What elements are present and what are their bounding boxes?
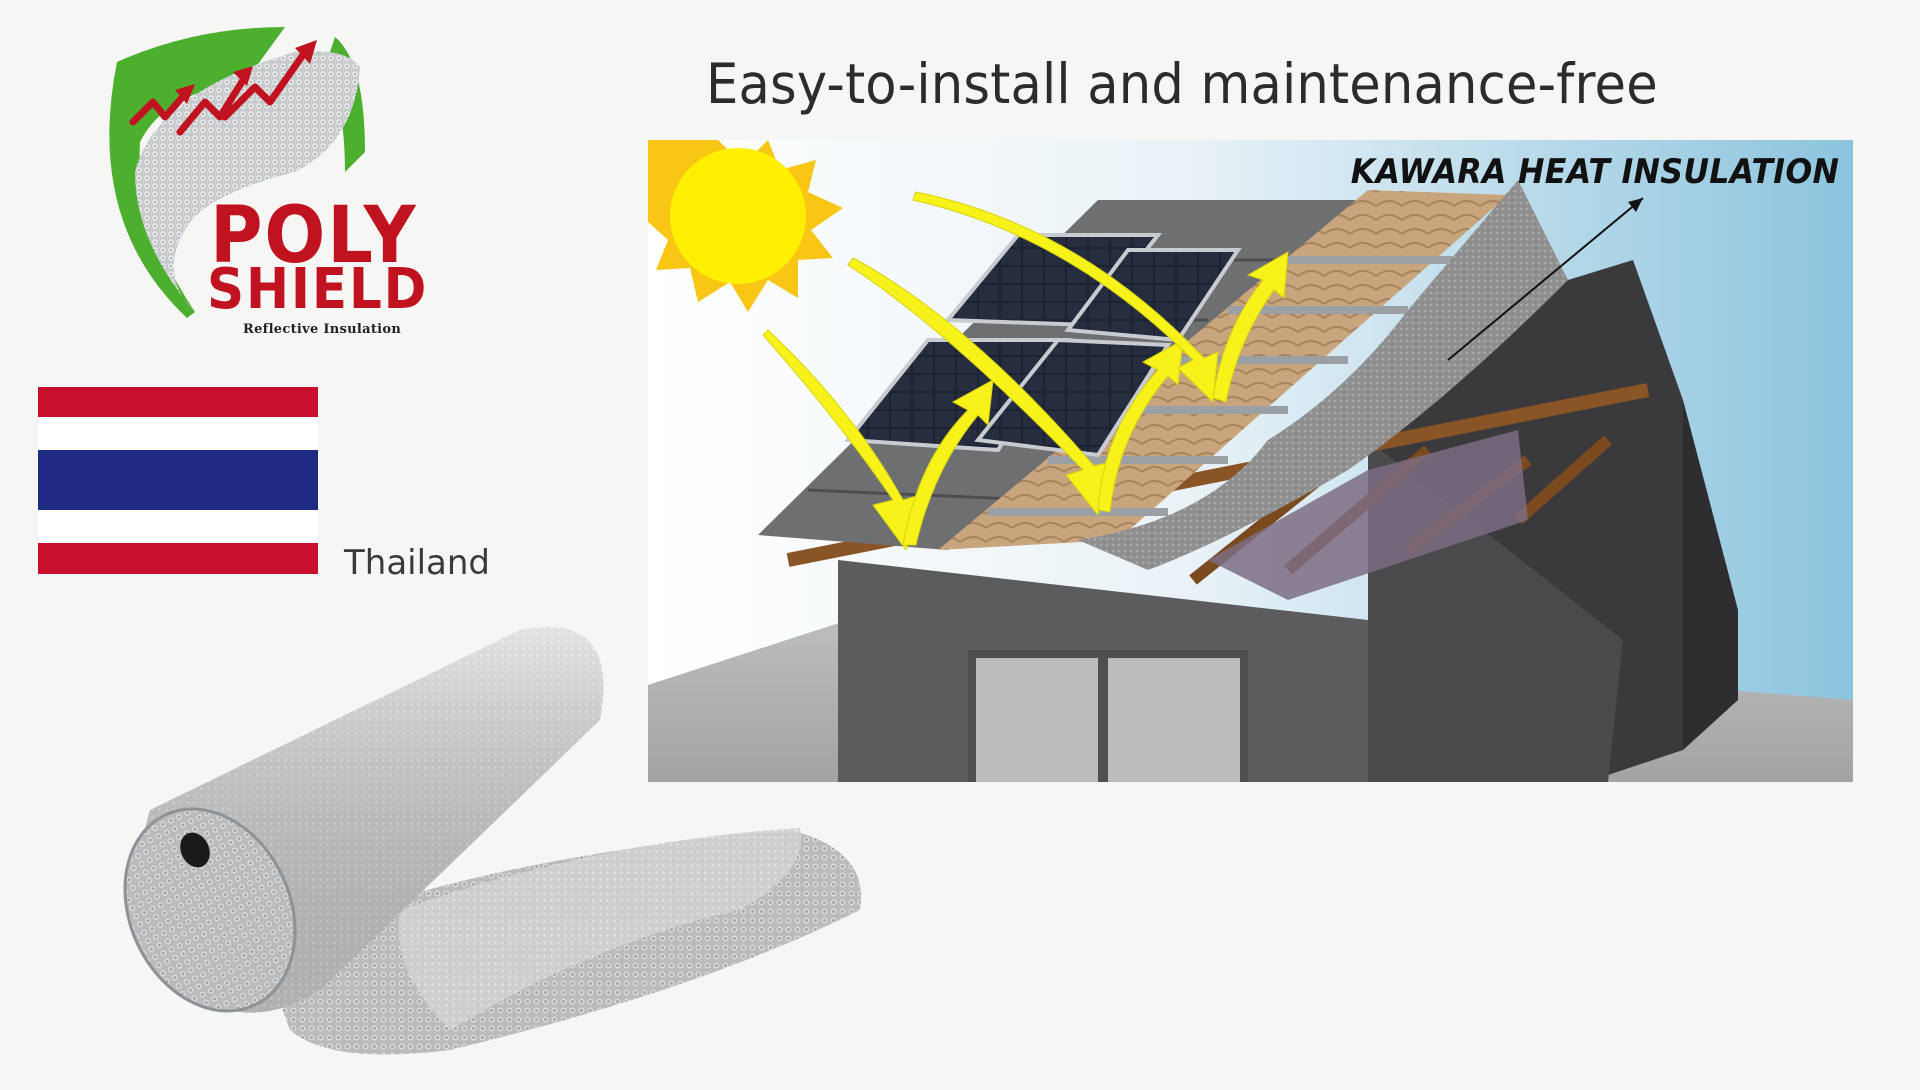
polyshield-logo: POLY SHIELD Reflective Insulation xyxy=(95,22,435,342)
flag-stripe-white-bottom xyxy=(38,510,318,543)
solar-panel-icon xyxy=(844,233,1242,458)
flag-stripe-red-top xyxy=(38,387,318,417)
logo-text-shield: SHIELD xyxy=(207,257,429,322)
logo-text-poly: POLY xyxy=(210,191,418,281)
page-title: Easy-to-install and maintenance-free xyxy=(706,52,1658,116)
logo-tagline: Reflective Insulation xyxy=(243,322,402,337)
roof-illustration: KAWARA HEAT INSULATION xyxy=(648,140,1853,782)
flag-stripe-blue xyxy=(38,450,318,510)
shield-icon xyxy=(109,27,365,318)
country-label: Thailand xyxy=(344,543,491,583)
house-icon xyxy=(648,140,1853,782)
scene-label: KAWARA HEAT INSULATION xyxy=(1350,152,1839,192)
flag-stripe-red-bottom xyxy=(38,543,318,574)
sun-icon xyxy=(648,140,843,312)
thailand-flag-icon xyxy=(38,387,318,574)
insulation-roll-icon xyxy=(100,610,880,1080)
heat-reflection-arrow-icon xyxy=(762,191,1289,552)
flag-stripe-white-top xyxy=(38,417,318,450)
